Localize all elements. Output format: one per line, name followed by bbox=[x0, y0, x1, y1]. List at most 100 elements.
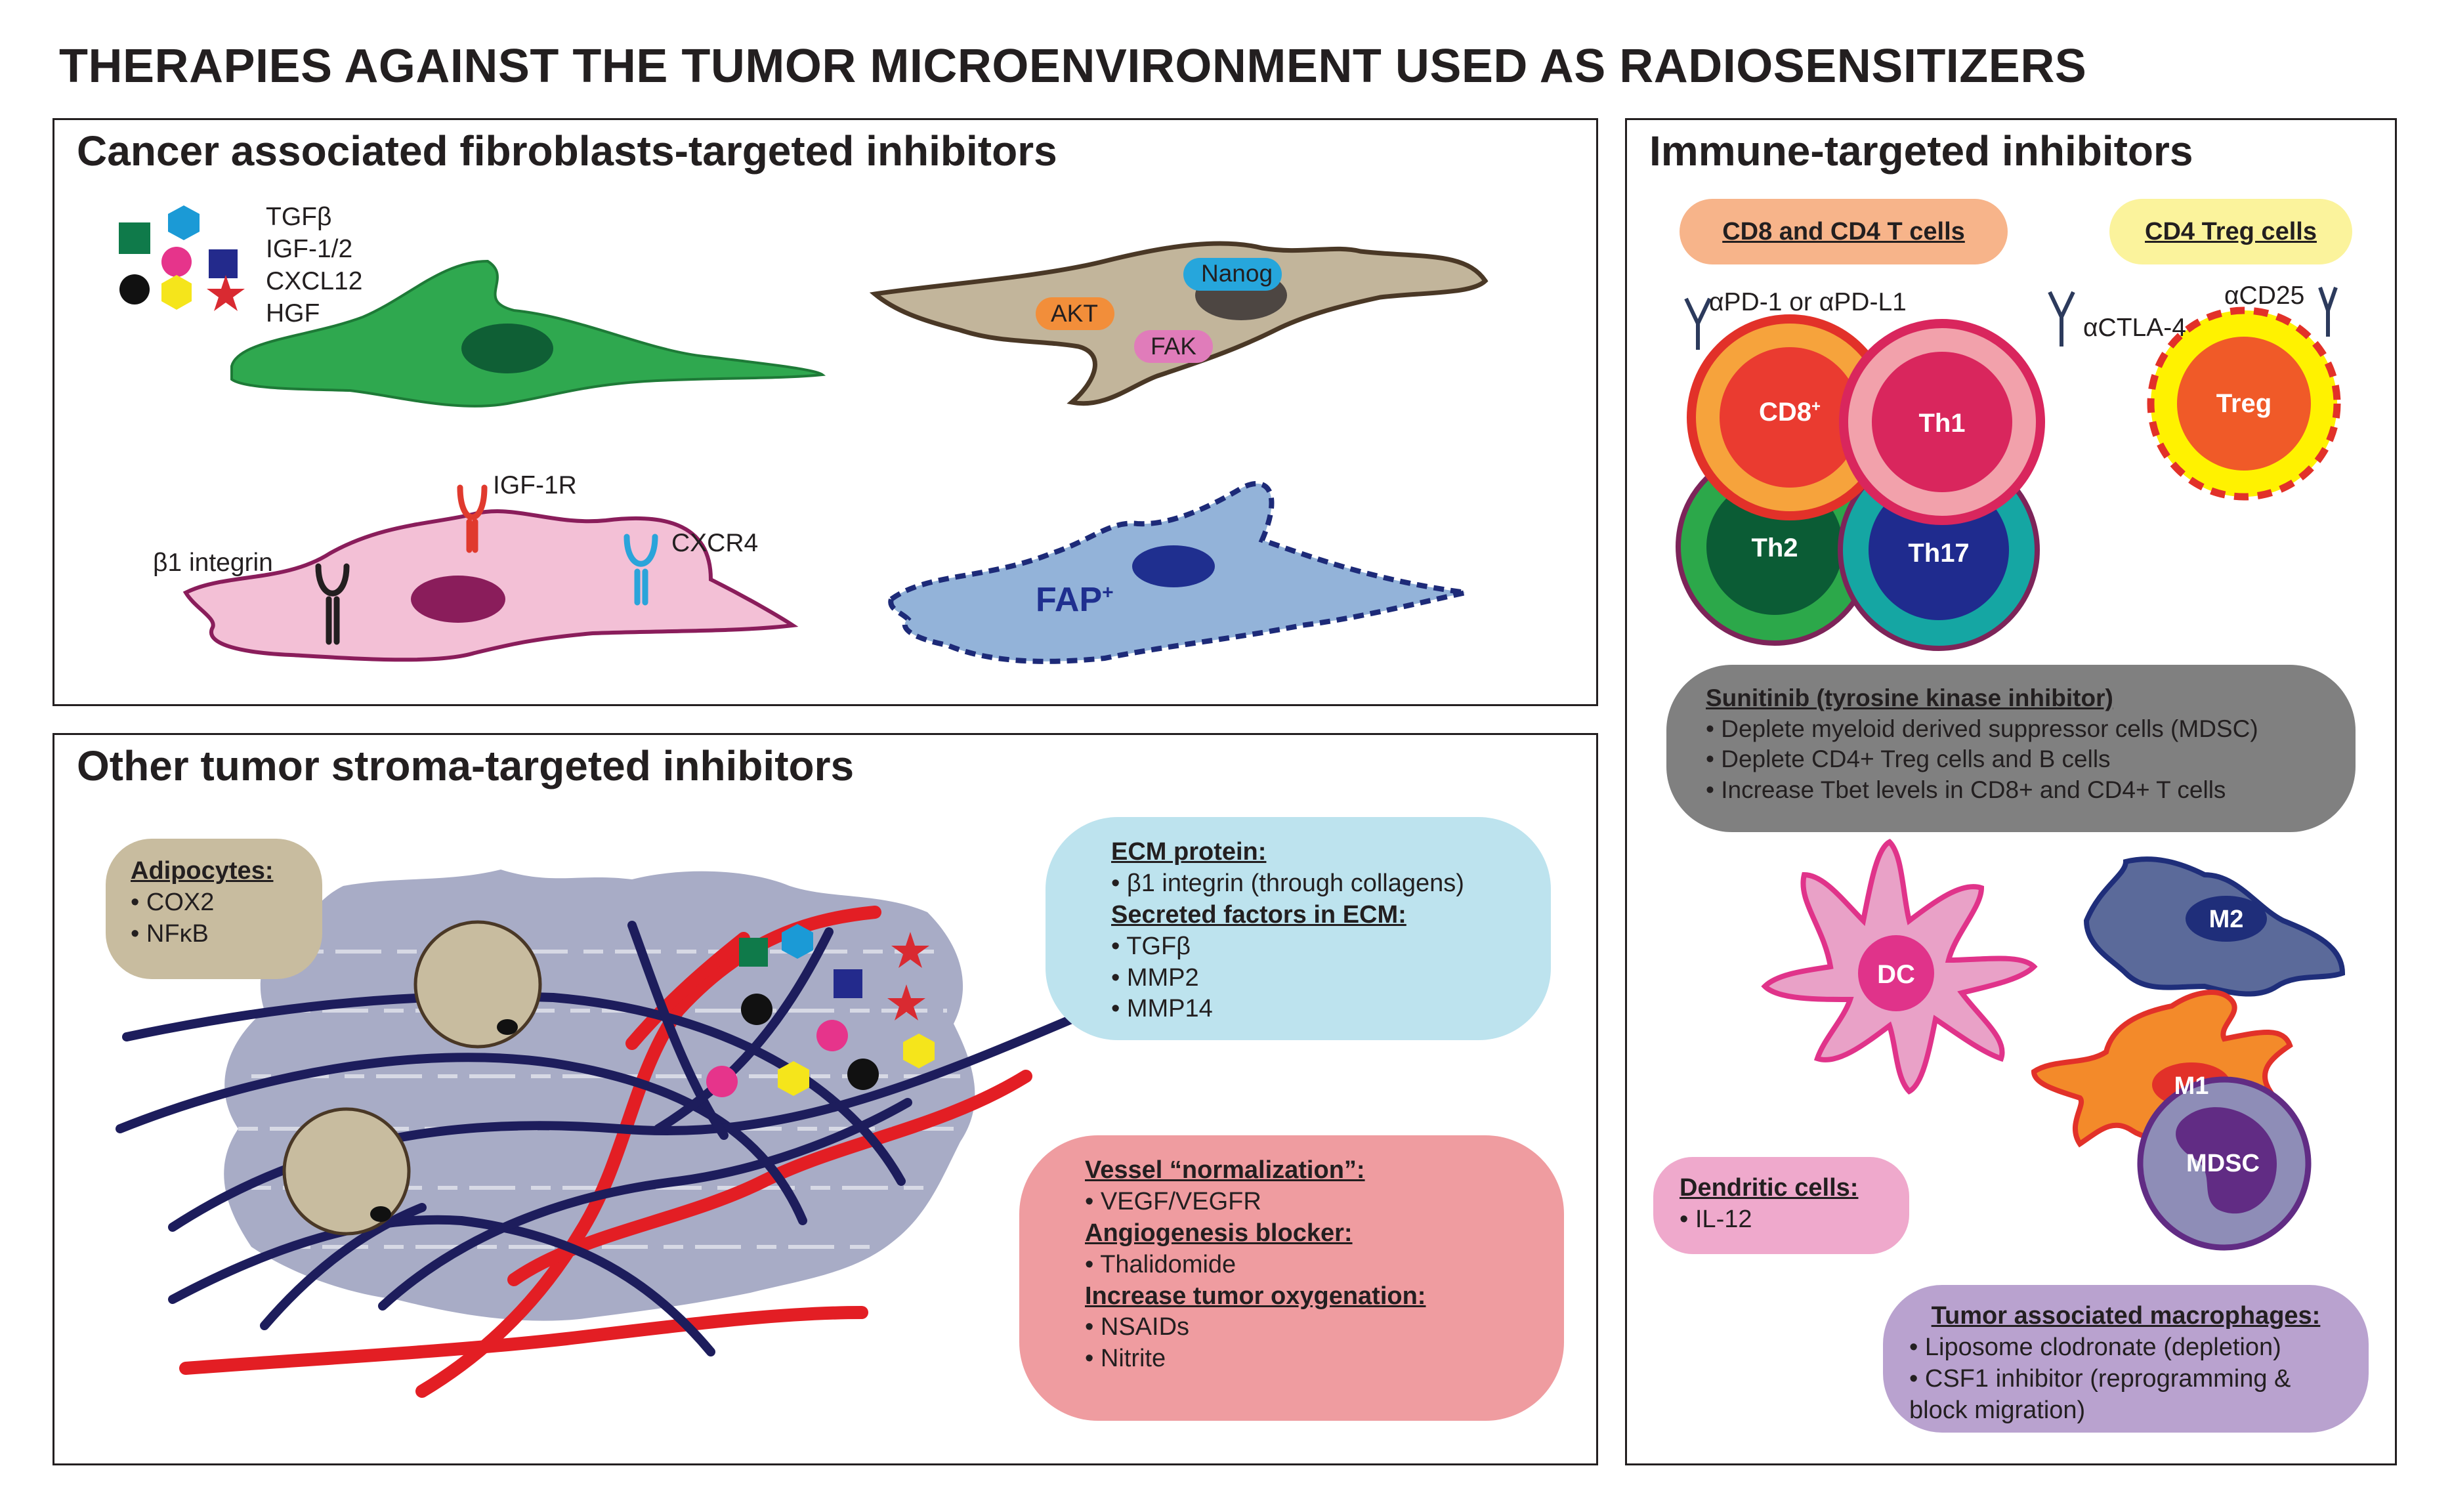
adipocytes-item: NFκB bbox=[131, 919, 297, 950]
igf1r-receptor-icon bbox=[457, 484, 488, 553]
secreted-factor-item: MMP2 bbox=[1111, 963, 1485, 994]
vessel-box: Vessel “normalization”: VEGF/VEGFR Angio… bbox=[1019, 1135, 1564, 1421]
square-icon bbox=[834, 969, 862, 998]
dendritic-item: IL-12 bbox=[1680, 1204, 1883, 1236]
circle-icon bbox=[816, 1020, 848, 1051]
legend-cxcl12: CXCL12 bbox=[266, 267, 363, 295]
dendritic-heading: Dendritic cells: bbox=[1680, 1174, 1859, 1202]
dc-label: DC bbox=[1877, 960, 1915, 989]
stroma-panel: Other tumor stroma-targeted inhibitors bbox=[53, 733, 1598, 1465]
pd1-antibody-label: αPD-1 or αPD-L1 bbox=[1709, 288, 1907, 316]
hgf-hexagon-icon bbox=[161, 275, 192, 310]
m2-label: M2 bbox=[2209, 906, 2244, 933]
cxcr4-receptor-icon bbox=[624, 534, 658, 606]
circle-icon bbox=[706, 1066, 738, 1097]
adipocyte-nucleus bbox=[370, 1206, 391, 1222]
blood-vessels bbox=[179, 906, 1032, 1398]
circle-icon bbox=[741, 994, 772, 1025]
hgf-star-icon bbox=[207, 275, 245, 311]
m2-macrophage bbox=[2083, 856, 2346, 997]
tam-item: CSF1 inhibitor (reprogramming & block mi… bbox=[1909, 1364, 2342, 1427]
nanog-label: Nanog bbox=[1201, 260, 1273, 287]
cd25-antibody-label: αCD25 bbox=[2224, 282, 2305, 310]
hexagon-icon bbox=[778, 1061, 809, 1096]
pink-fibroblast-nucleus bbox=[411, 576, 505, 623]
treg-cell bbox=[2147, 306, 2341, 501]
th2-label: Th2 bbox=[1751, 534, 1798, 562]
figure-title: THERAPIES AGAINST THE TUMOR MICROENVIRON… bbox=[59, 40, 2087, 93]
fak-badge bbox=[1134, 330, 1213, 363]
adipocyte-nucleus bbox=[497, 1019, 518, 1035]
dendritic-box: Dendritic cells: IL-12 bbox=[1653, 1157, 1909, 1254]
adipocytes-box: Adipocytes: COX2 NFκB bbox=[106, 839, 322, 979]
ecm-heading: ECM protein: bbox=[1111, 838, 1267, 866]
caf-panel-title: Cancer associated fibroblasts-targeted i… bbox=[77, 127, 1057, 175]
treg-pill: CD4 Treg cells bbox=[2109, 199, 2352, 264]
th1-label: Th1 bbox=[1918, 409, 1966, 438]
secreted-factor-item: MMP14 bbox=[1111, 994, 1485, 1025]
vessel-normalization-heading: Vessel “normalization”: bbox=[1085, 1156, 1365, 1184]
akt-label: AKT bbox=[1051, 300, 1098, 327]
b1-integrin-label: β1 integrin bbox=[153, 549, 273, 577]
immune-panel: Immune-targeted inhibitors CD8 and CD4 T… bbox=[1625, 118, 2397, 1465]
sunitinib-box: Sunitinib (tyrosine kinase inhibitor) De… bbox=[1666, 665, 2356, 832]
adipocytes-heading: Adipocytes: bbox=[131, 857, 274, 885]
tgfb-square-icon bbox=[739, 938, 768, 967]
secreted-factor-item: TGFβ bbox=[1111, 931, 1485, 963]
immune-illustration bbox=[1676, 287, 2346, 1251]
green-fibroblast-nucleus bbox=[461, 324, 553, 373]
legend-igf: IGF-1/2 bbox=[266, 235, 353, 263]
tgfb-square-icon bbox=[119, 222, 150, 254]
antibody-icon bbox=[1684, 287, 2338, 350]
m1-label: M1 bbox=[2174, 1072, 2209, 1100]
caf-panel: Cancer associated fibroblasts-targeted i… bbox=[53, 118, 1598, 706]
adipocyte-cell bbox=[282, 1107, 411, 1236]
legend-tgfb: TGFβ bbox=[266, 203, 332, 231]
th17-label: Th17 bbox=[1908, 539, 1970, 568]
tam-item: Liposome clodronate (depletion) bbox=[1909, 1332, 2342, 1364]
oxygenation-item: NSAIDs bbox=[1085, 1312, 1498, 1343]
cxcr4-label: CXCR4 bbox=[671, 529, 759, 557]
fap-cell-nucleus bbox=[1132, 545, 1215, 587]
tcell-pill: CD8 and CD4 T cells bbox=[1680, 199, 2008, 264]
igf1r-label: IGF-1R bbox=[493, 471, 577, 499]
cd8-label: CD8+ bbox=[1758, 397, 1821, 427]
sunitinib-heading: Sunitinib (tyrosine kinase inhibitor) bbox=[1706, 684, 2113, 711]
hexagon-icon bbox=[903, 1034, 935, 1068]
dendritic-cell bbox=[1761, 839, 2038, 1095]
cxcl12-square-icon bbox=[209, 249, 238, 278]
stroma-panel-title: Other tumor stroma-targeted inhibitors bbox=[77, 742, 855, 789]
adipocytes-item: COX2 bbox=[131, 887, 297, 919]
angiogenesis-item: Thalidomide bbox=[1085, 1250, 1498, 1281]
sunitinib-item: Deplete CD4+ Treg cells and B cells bbox=[1706, 744, 2316, 775]
legend-hgf: HGF bbox=[266, 299, 320, 327]
igf-hexagon-icon bbox=[168, 205, 200, 240]
sunitinib-item: Increase Tbet levels in CD8+ and CD4+ T … bbox=[1706, 775, 2316, 806]
circle-icon bbox=[847, 1059, 879, 1090]
fak-label: FAK bbox=[1151, 333, 1196, 360]
tam-box: Tumor associated macrophages: Liposome c… bbox=[1883, 1285, 2369, 1433]
ctla4-antibody-label: αCTLA-4 bbox=[2083, 314, 2186, 342]
stroma-illustration bbox=[116, 870, 1096, 1398]
oxygenation-heading: Increase tumor oxygenation: bbox=[1085, 1282, 1426, 1310]
ecm-box: ECM protein: β1 integrin (through collag… bbox=[1046, 817, 1551, 1040]
treg-label: Treg bbox=[2216, 389, 2272, 418]
adipocyte-cell bbox=[413, 920, 542, 1049]
sunitinib-item: Deplete myeloid derived suppressor cells… bbox=[1706, 714, 2316, 745]
angiogenesis-heading: Angiogenesis blocker: bbox=[1085, 1219, 1353, 1247]
secreted-factors-heading: Secreted factors in ECM: bbox=[1111, 900, 1406, 929]
tam-heading: Tumor associated macrophages: bbox=[1931, 1302, 2321, 1330]
hexagon-icon bbox=[782, 924, 813, 959]
star-icon bbox=[891, 932, 929, 968]
mdsc-label: MDSC bbox=[2186, 1150, 2260, 1177]
ecm-item: β1 integrin (through collagens) bbox=[1111, 868, 1485, 900]
igf-circle-icon bbox=[161, 247, 192, 277]
caf-illustration bbox=[119, 205, 1489, 664]
fap-label: FAP+ bbox=[1036, 581, 1114, 619]
immune-panel-title: Immune-targeted inhibitors bbox=[1649, 127, 2193, 175]
star-icon bbox=[887, 984, 925, 1020]
mdsc-cell bbox=[2137, 1076, 2312, 1251]
cxcl12-circle-icon bbox=[119, 274, 150, 304]
vessel-item: VEGF/VEGFR bbox=[1085, 1186, 1498, 1218]
akt-badge bbox=[1036, 297, 1114, 330]
